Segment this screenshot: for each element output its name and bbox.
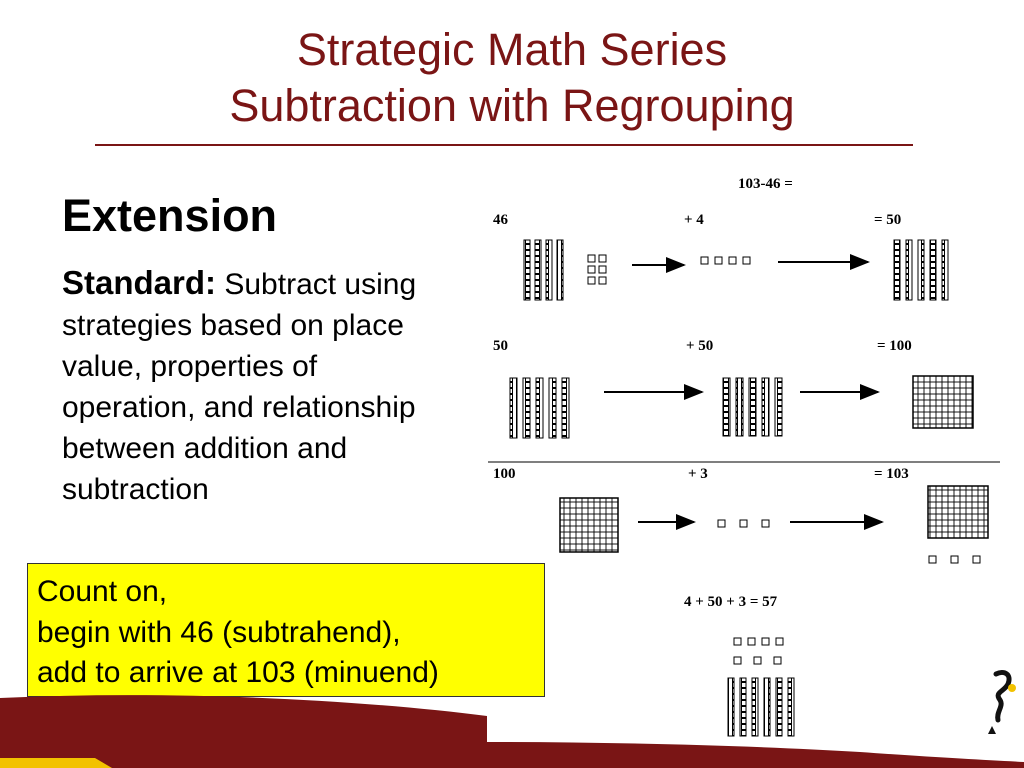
row1-start-label: 46 (493, 212, 509, 228)
row1-add-label: + 4 (684, 212, 704, 228)
row2-add-label: + 50 (686, 338, 713, 354)
unit-cube (700, 256, 709, 265)
hundred-flat (927, 485, 989, 539)
unit-cube (950, 555, 959, 564)
hundred-flat (559, 497, 619, 553)
ten-rod (735, 377, 744, 437)
ten-rod (522, 377, 531, 439)
unit-cube (587, 265, 596, 274)
row3-add-label: + 3 (688, 466, 708, 482)
standard-paragraph: Standard: Subtract using strategies base… (62, 262, 442, 510)
logo-icon (988, 669, 1016, 734)
unit-cube (761, 637, 770, 646)
ten-rod (727, 677, 735, 737)
ten-rod (545, 239, 553, 301)
ten-rod (941, 239, 949, 301)
ten-rod (761, 377, 770, 437)
standard-label: Standard: (62, 264, 217, 301)
row1-result-label: = 50 (874, 212, 901, 228)
count-on-callout: Count on, begin with 46 (subtrahend), ad… (27, 563, 545, 697)
ten-rod (523, 239, 531, 301)
hundred-flat (912, 375, 974, 429)
title-line-2: Subtraction with Regrouping (229, 80, 795, 131)
unit-cube (739, 519, 748, 528)
unit-cube (598, 254, 607, 263)
ten-rod (748, 377, 757, 437)
row3-result-label: = 103 (874, 466, 909, 482)
unit-cube (733, 637, 742, 646)
callout-line-2: begin with 46 (subtrahend), (37, 615, 401, 649)
callout-line-1: Count on, (37, 575, 168, 608)
unit-cube (753, 656, 762, 665)
ten-rod (929, 239, 937, 301)
unit-cube (761, 519, 770, 528)
callout-line-3: add to arrive at 103 (minuend) (37, 656, 439, 689)
ten-rod (534, 239, 542, 301)
unit-cube (598, 265, 607, 274)
problem-label: 103-46 = (738, 176, 793, 192)
ten-rod (763, 677, 771, 737)
ten-rod (774, 377, 783, 437)
ten-rod (775, 677, 783, 737)
ten-rod (787, 677, 795, 737)
ten-rod (561, 377, 570, 439)
unit-cube (773, 656, 782, 665)
ten-rod (509, 377, 518, 439)
base-ten-diagram: 103-46 = 46 + 4 = 50 50 + 50 = 100 100 +… (488, 176, 1000, 737)
extension-heading: Extension (62, 190, 278, 241)
footer-accent (0, 758, 112, 768)
unit-cube (587, 254, 596, 263)
ten-rod (893, 239, 901, 301)
ten-rod (722, 377, 731, 437)
unit-cube (717, 519, 726, 528)
total-label: 4 + 50 + 3 = 57 (684, 594, 778, 610)
ten-rod (905, 239, 913, 301)
title-line-1: Strategic Math Series (296, 24, 728, 75)
unit-cube (728, 256, 737, 265)
title-divider (95, 144, 913, 146)
ten-rod (556, 239, 564, 301)
row2-start-label: 50 (493, 338, 508, 354)
unit-cube (598, 276, 607, 285)
ten-rod (548, 377, 557, 439)
row2-result-label: = 100 (877, 338, 912, 354)
unit-cube (747, 637, 756, 646)
unit-cube (928, 555, 937, 564)
unit-cube (775, 637, 784, 646)
unit-cube (742, 256, 751, 265)
standard-text: Subtract using strategies based on place… (62, 268, 417, 506)
ten-rod (751, 677, 759, 737)
ten-rod (917, 239, 925, 301)
unit-cube (714, 256, 723, 265)
unit-cube (733, 656, 742, 665)
page-title: Strategic Math Series Subtraction with R… (0, 22, 1024, 134)
unit-cube (587, 276, 596, 285)
ten-rod (739, 677, 747, 737)
ten-rod (535, 377, 544, 439)
unit-cube (972, 555, 981, 564)
row3-start-label: 100 (493, 466, 516, 482)
